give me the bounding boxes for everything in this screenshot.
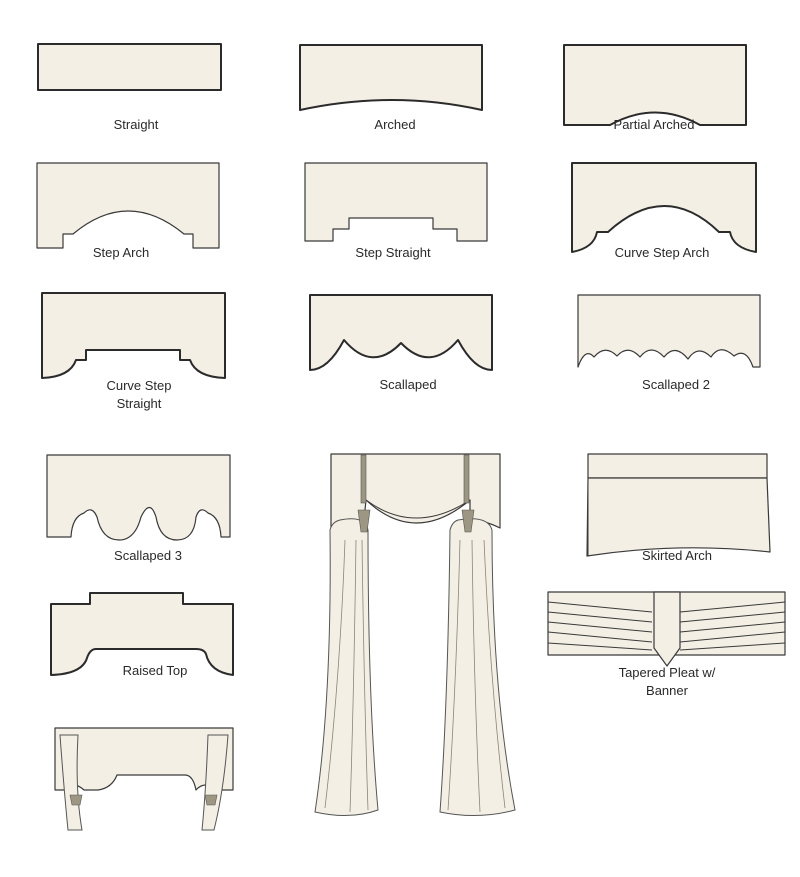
left-cord (360, 454, 367, 504)
scallaped-3-valance (46, 454, 231, 541)
partial-arched-valance (563, 44, 747, 126)
label-skirted-arch: Skirted Arch (641, 548, 713, 563)
label-straight: Straight (113, 117, 159, 132)
raised-top-valance (50, 592, 234, 676)
label-partial-arched: Partial Arched (613, 117, 695, 132)
step-straight-valance (304, 162, 488, 242)
left-tieback (69, 794, 83, 806)
straight-valance (37, 43, 222, 91)
tapered-pleat-valance (547, 591, 786, 667)
scallaped-valance (309, 294, 493, 371)
right-tieback (204, 794, 218, 806)
label-arched: Arched (374, 117, 416, 132)
label-step-arch: Step Arch (92, 245, 150, 260)
curve-step-arch-valance (571, 162, 757, 253)
skirted-arch-valance (587, 453, 768, 479)
curve-step-straight-valance (41, 292, 226, 379)
skirted-arch-skirt (586, 477, 771, 557)
tieback-valance (54, 727, 234, 831)
label-raised-top: Raised Top (122, 663, 188, 678)
banner (653, 591, 681, 667)
label-scallaped-3: Scallaped 3 (114, 548, 182, 563)
label-curve-step-straight: Curve Step Straight (106, 378, 172, 411)
label-tapered-pleat: Tapered Pleat w/ Banner (618, 665, 716, 698)
swag-drapery-panels (314, 453, 516, 817)
right-cord (463, 454, 470, 504)
arched-valance (299, 44, 483, 111)
label-curve-step-arch: Curve Step Arch (614, 245, 710, 260)
left-tassel (357, 509, 371, 533)
right-tassel (461, 509, 475, 533)
label-step-straight: Step Straight (355, 245, 431, 260)
scallaped-2-valance (577, 294, 761, 368)
step-arch-valance (36, 162, 220, 249)
label-scallaped-2: Scallaped 2 (642, 377, 710, 392)
label-scallaped: Scallaped (379, 377, 437, 392)
